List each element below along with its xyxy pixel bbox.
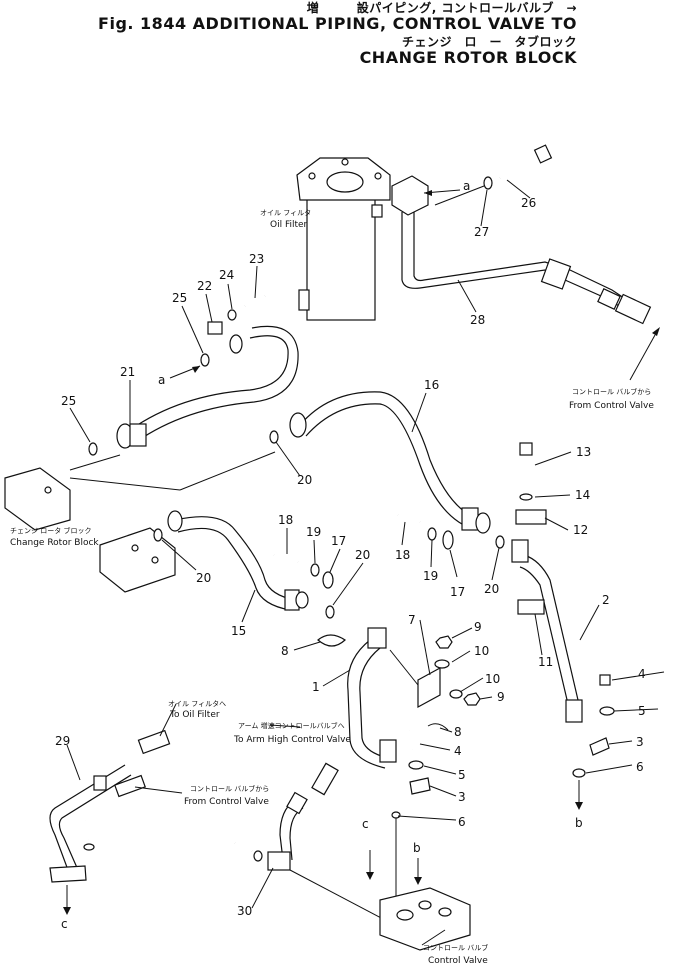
ref-b-right: b [575,816,583,830]
hose-15-assembly [153,510,309,611]
ref-a-lower: a [158,373,165,387]
hose-21-assembly [88,294,299,456]
callout-13: 13 [576,445,591,459]
callout-19-left: 19 [306,525,321,539]
label-arm-hcv-en: To Arm High Control Valve [233,735,351,745]
callout-18-right: 18 [395,548,410,562]
callout-3-mid: 3 [458,790,466,804]
callout-9-upper: 9 [474,620,482,634]
callout-leaders [66,179,665,946]
title-japanese-line-2: チェンジ ロ ー タブロック [401,35,577,49]
pipe-29-assembly [49,729,171,915]
callout-4-right: 4 [638,667,646,681]
callout-5-mid: 5 [458,768,466,782]
label-from-cv-en: From Control Valve [569,401,654,411]
callout-29: 29 [55,734,70,748]
callout-2: 2 [602,593,610,607]
label-crb-en: Change Rotor Block [10,538,99,548]
label-crb-jp: チェンジ ロータ ブロック [10,526,91,535]
callout-12: 12 [573,523,588,537]
callout-17-left: 17 [331,534,346,548]
callout-22: 22 [197,279,212,293]
ref-c-left: c [61,917,68,931]
label-oil-filter-en: Oil Filter [270,220,308,230]
callout-11: 11 [538,655,553,669]
callout-18-left: 18 [278,513,293,527]
fittings-17-19-group [273,513,505,619]
ref-a-upper: a [463,179,470,193]
callout-10-upper: 10 [474,644,489,658]
title-japanese-line-1: 増 設パイピング, コントロールバルブ → [306,1,577,15]
callout-16: 16 [424,378,439,392]
label-cv-en: Control Valve [428,956,488,966]
label-cv-jp: コントロール バルブ [423,943,488,952]
callout-26: 26 [521,196,536,210]
oil-filter [296,157,391,321]
callout-3-right: 3 [636,735,644,749]
callout-27: 27 [474,225,489,239]
reference-letters: a a b b c c [61,179,583,931]
callout-20-upper: 20 [297,473,312,487]
callout-7: 7 [408,613,416,627]
callout-30: 30 [237,904,252,918]
callout-4-mid: 4 [454,744,462,758]
callout-9-lower: 9 [497,690,505,704]
callout-14: 14 [575,488,590,502]
callout-numbers: 26 27 28 23 24 22 25 21 25 16 20 13 14 1… [55,196,646,918]
pipe-28-assembly [391,144,660,381]
pipe-2-assembly [511,442,615,810]
ref-b-valve: b [413,841,421,855]
component-labels: オイル フィルタ Oil Filter コントロール バルブから From Co… [10,208,654,966]
label-from-cv2-jp: コントロール バルブから [190,784,269,793]
callout-8-lower: 8 [454,725,462,739]
callout-1: 1 [312,680,320,694]
callout-25-upper: 25 [172,291,187,305]
callout-6-right: 6 [636,760,644,774]
callout-20-left: 20 [196,571,211,585]
callout-5-right: 5 [638,704,646,718]
callout-25-lower: 25 [61,394,76,408]
control-valve [366,850,471,951]
label-from-cv2-en: From Control Valve [184,797,269,807]
callout-19-right: 19 [423,569,438,583]
ref-c-valve: c [362,817,369,831]
callout-17-right: 17 [450,585,465,599]
change-rotor-block [4,451,276,593]
callout-23: 23 [249,252,264,266]
callout-28: 28 [470,313,485,327]
callout-24: 24 [219,268,234,282]
figure-title-block: 増 設パイピング, コントロールバルブ → Fig. 1844 ADDITION… [98,0,577,66]
callout-20-mid: 20 [355,548,370,562]
callout-15: 15 [231,624,246,638]
label-from-cv-jp: コントロール バルブから [572,387,651,396]
pipe-30-assembly [234,762,386,921]
label-to-oil-filter-en: To Oil Filter [169,710,220,720]
hose-16-assembly [269,391,491,534]
callout-21: 21 [120,365,135,379]
label-to-oil-filter-jp: オイル フィルタへ [168,699,226,708]
callout-6-mid: 6 [458,815,466,829]
title-english-line-2: CHANGE ROTOR BLOCK [359,48,577,67]
pipe-1-assembly [317,627,481,900]
label-arm-hcv-jp: アーム 増速コントロールバルブへ [238,721,345,730]
callout-8-upper: 8 [281,644,289,658]
label-oil-filter-jp: オイル フィルタ [260,208,311,217]
callout-20-right: 20 [484,582,499,596]
callout-10-lower: 10 [485,672,500,686]
title-english-line-1: Fig. 1844 ADDITIONAL PIPING, CONTROL VAL… [98,14,577,33]
